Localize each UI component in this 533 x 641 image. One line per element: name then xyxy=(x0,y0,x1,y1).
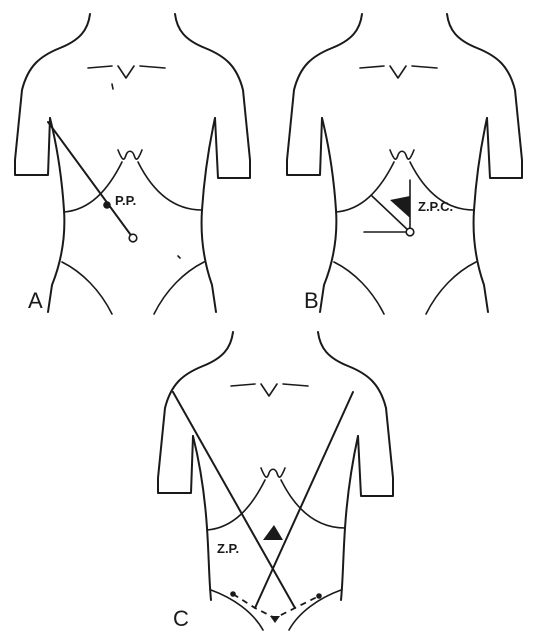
base-dot-left xyxy=(230,591,236,597)
crossing-line-left xyxy=(173,392,295,608)
label-pp: P.P. xyxy=(115,193,136,208)
torso-outline-b xyxy=(287,14,522,314)
torso-outline-c xyxy=(158,332,393,630)
puncture-point-dot xyxy=(103,201,111,209)
panel-c: Z.P. C xyxy=(158,332,393,631)
puncture-circle-b xyxy=(406,228,414,236)
dashed-base-line xyxy=(233,594,319,618)
label-zp: Z.P. xyxy=(217,541,239,556)
base-vertex-marker xyxy=(270,616,280,623)
label-zpc: Z.P.C. xyxy=(418,199,453,214)
panel-letter-c: C xyxy=(173,606,189,631)
needle-tip-circle xyxy=(129,234,137,242)
panel-letter-b: B xyxy=(304,288,319,313)
base-dot-right xyxy=(316,593,322,599)
panel-a: P.P. A xyxy=(15,14,250,314)
torso-outline-a xyxy=(15,14,250,314)
panel-b: Z.P.C. B xyxy=(287,14,522,314)
crossing-line-right xyxy=(255,392,353,608)
panel-letter-a: A xyxy=(28,288,43,313)
zone-triangle-c xyxy=(263,525,283,540)
zone-triangle-b xyxy=(390,196,410,218)
